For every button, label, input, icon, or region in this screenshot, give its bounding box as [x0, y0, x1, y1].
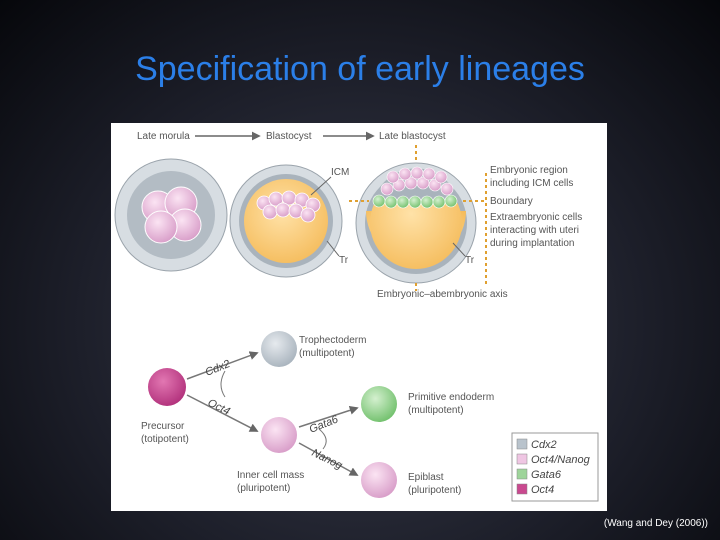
legend: Cdx2 Oct4/Nanog Gata6 Oct4 [512, 433, 598, 501]
legend-swatch-oct4-nanog [517, 454, 527, 464]
primitive-endoderm-cell [361, 386, 397, 422]
trophectoderm-potency: (multipotent) [299, 348, 355, 359]
legend-label-oct4-nanog: Oct4/Nanog [531, 454, 591, 466]
primitive-endoderm-label: Primitive endoderm [408, 392, 494, 403]
legend-label-oct4: Oct4 [531, 484, 554, 496]
gene-cdx2-label: Cdx2 [204, 358, 232, 379]
annotation-interacting: interacting with uteri [490, 225, 579, 236]
precursor-label: Precursor [141, 421, 185, 432]
legend-swatch-oct4 [517, 484, 527, 494]
gene-nanog-label: Nanog [310, 447, 345, 472]
precursor-potency: (totipotent) [141, 434, 189, 445]
axis-label: Embryonic–abembryonic axis [377, 289, 508, 300]
late-blastocyst-embryo [356, 163, 476, 283]
icm-label: ICM [331, 167, 349, 178]
stage-label-late-morula: Late morula [137, 131, 190, 142]
annotation-embryonic-region: Embryonic region [490, 165, 568, 176]
legend-label-gata6: Gata6 [531, 469, 562, 481]
legend-swatch-cdx2 [517, 439, 527, 449]
stage-label-late-blastocyst: Late blastocyst [379, 131, 446, 142]
embryo-lineage-figure: Late morula Blastocyst Late blastocyst I… [111, 123, 607, 511]
annotation-including-icm: including ICM cells [490, 178, 573, 189]
inner-cell-mass-cell [261, 417, 297, 453]
stage-label-blastocyst: Blastocyst [266, 131, 312, 142]
annotation-boundary: Boundary [490, 196, 533, 207]
legend-label-cdx2: Cdx2 [531, 439, 557, 451]
precursor-cell [148, 368, 186, 406]
icm-lineage-label: Inner cell mass [237, 470, 304, 481]
icm-lineage-potency: (pluripotent) [237, 483, 290, 494]
primitive-endoderm-potency: (multipotent) [408, 405, 464, 416]
gene-oct4-label: Oct4 [206, 397, 232, 418]
tr-label-2: Tr [465, 255, 475, 266]
cdx2-oct4-inhibition [221, 371, 225, 397]
annotation-extraembryonic: Extraembryonic cells [490, 212, 582, 223]
slide-title: Specification of early lineages [0, 50, 720, 89]
late-morula-embryo [115, 159, 227, 271]
trophectoderm-label: Trophectoderm [299, 335, 366, 346]
legend-swatch-gata6 [517, 469, 527, 479]
citation: (Wang and Dey (2006)) [604, 518, 708, 529]
tr-label-1: Tr [339, 255, 349, 266]
epiblast-cell [361, 462, 397, 498]
epiblast-potency: (pluripotent) [408, 485, 461, 496]
epiblast-label: Epiblast [408, 472, 444, 483]
gene-gata6-label: Gata6 [308, 413, 341, 436]
trophectoderm-cell [261, 331, 297, 367]
annotation-implantation: during implantation [490, 238, 575, 249]
